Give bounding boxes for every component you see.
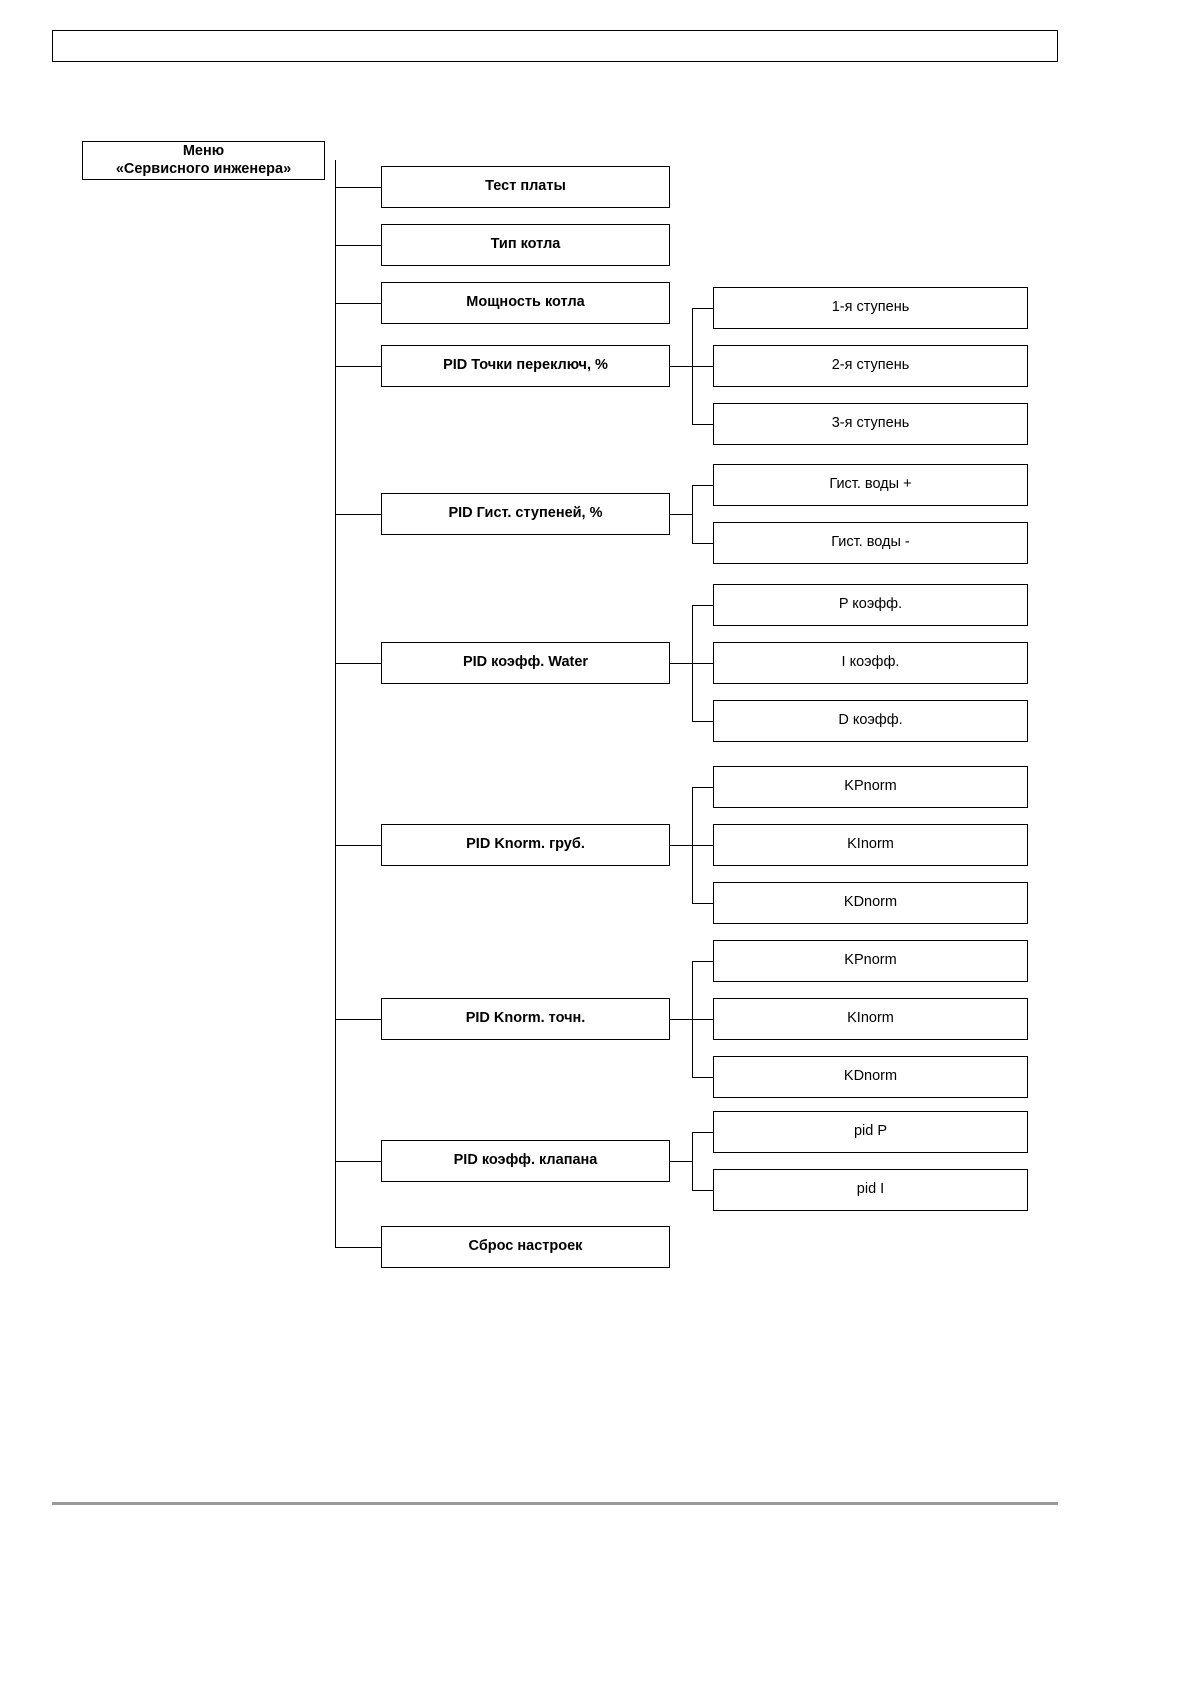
node-kpnorm-grub[interactable]: KPnorm — [713, 766, 1028, 808]
node-pid-p[interactable]: pid P — [713, 1111, 1028, 1153]
node-kdnorm-grub[interactable]: KDnorm — [713, 882, 1028, 924]
node-label: PID коэфф. Water — [462, 654, 589, 671]
connector-h-stub-group-7 — [670, 1019, 692, 1020]
node-label: KDnorm — [843, 894, 898, 911]
node-root-line1: Меню — [182, 142, 225, 159]
node-root-menu[interactable]: Меню «Сервисного инженера» — [82, 141, 325, 180]
connector-h-child-5-2 — [692, 721, 713, 722]
connector-h-stub-group-4 — [670, 514, 692, 515]
node-pid-knorm-tochn[interactable]: PID Knorm. точн. — [381, 998, 670, 1040]
connector-h-child-7-2 — [692, 1077, 713, 1078]
connector-h-child-8-0 — [692, 1132, 713, 1133]
node-gist-vody-minus[interactable]: Гист. воды - — [713, 522, 1028, 564]
node-label: 1-я ступень — [831, 299, 910, 316]
node-label: Сброс настроек — [468, 1238, 583, 1255]
connector-h-child-6-2 — [692, 903, 713, 904]
node-label: Гист. воды - — [831, 534, 910, 551]
node-label: Мощность котла — [466, 294, 585, 311]
connector-h-item-7 — [335, 1019, 381, 1020]
connector-h-item-4 — [335, 514, 381, 515]
node-i-koeff[interactable]: I коэфф. — [713, 642, 1028, 684]
node-label: KInorm — [847, 1010, 894, 1027]
node-pid-i[interactable]: pid I — [713, 1169, 1028, 1211]
connector-h-child-3-2 — [692, 424, 713, 425]
connector-h-item-9 — [335, 1247, 381, 1248]
node-label: Тест платы — [485, 178, 566, 195]
connector-h-item-3 — [335, 366, 381, 367]
spine-vertical-line — [335, 160, 336, 1247]
node-label: KDnorm — [843, 1068, 898, 1085]
connector-h-stub-group-3 — [670, 366, 692, 367]
node-moshchnost-kotla[interactable]: Мощность котла — [381, 282, 670, 324]
connector-h-stub-group-5 — [670, 663, 692, 664]
node-label: PID Точки переключ, % — [443, 357, 608, 374]
node-label: I коэфф. — [841, 654, 900, 671]
node-label: D коэфф. — [838, 712, 903, 729]
connector-h-child-7-0 — [692, 961, 713, 962]
node-kpnorm-tochn[interactable]: KPnorm — [713, 940, 1028, 982]
node-kinorm-tochn[interactable]: KInorm — [713, 998, 1028, 1040]
node-pid-koeff-water[interactable]: PID коэфф. Water — [381, 642, 670, 684]
connector-h-child-3-0 — [692, 308, 713, 309]
node-2ya-stupen[interactable]: 2-я ступень — [713, 345, 1028, 387]
node-pid-tochki-pereklyuch[interactable]: PID Точки переключ, % — [381, 345, 670, 387]
connector-h-item-1 — [335, 245, 381, 246]
node-label: 3-я ступень — [831, 415, 910, 432]
connector-h-child-4-1 — [692, 543, 713, 544]
node-root-line2: «Сервисного инженера» — [115, 160, 292, 177]
connector-h-child-7-1 — [692, 1019, 713, 1020]
connector-h-child-6-1 — [692, 845, 713, 846]
node-label: Тип котла — [490, 236, 561, 253]
node-kinorm-grub[interactable]: KInorm — [713, 824, 1028, 866]
connector-h-child-3-1 — [692, 366, 713, 367]
node-pid-gist-stupeney[interactable]: PID Гист. ступеней, % — [381, 493, 670, 535]
connector-h-item-2 — [335, 303, 381, 304]
connector-h-child-8-1 — [692, 1190, 713, 1191]
node-label: PID Knorm. груб. — [466, 836, 585, 853]
node-tip-kotla[interactable]: Тип котла — [381, 224, 670, 266]
node-label: PID Knorm. точн. — [465, 1010, 586, 1027]
node-label: P коэфф. — [838, 596, 903, 613]
page-header-bar — [52, 30, 1058, 62]
node-test-platy[interactable]: Тест платы — [381, 166, 670, 208]
connector-h-item-5 — [335, 663, 381, 664]
node-gist-vody-plus[interactable]: Гист. воды + — [713, 464, 1028, 506]
connector-h-stub-group-8 — [670, 1161, 692, 1162]
connector-h-stub-group-6 — [670, 845, 692, 846]
node-sbros-nastroek[interactable]: Сброс настроек — [381, 1226, 670, 1268]
node-d-koeff[interactable]: D коэфф. — [713, 700, 1028, 742]
node-label: KInorm — [847, 836, 894, 853]
connector-h-item-6 — [335, 845, 381, 846]
node-1ya-stupen[interactable]: 1-я ступень — [713, 287, 1028, 329]
node-label: PID Гист. ступеней, % — [448, 505, 603, 522]
node-label: KPnorm — [844, 952, 897, 969]
node-label: Гист. воды + — [829, 476, 912, 493]
connector-v-group-4 — [692, 485, 693, 543]
node-kdnorm-tochn[interactable]: KDnorm — [713, 1056, 1028, 1098]
node-pid-knorm-grub[interactable]: PID Knorm. груб. — [381, 824, 670, 866]
node-label: 2-я ступень — [831, 357, 910, 374]
connector-h-child-5-0 — [692, 605, 713, 606]
node-label: KPnorm — [844, 778, 897, 795]
connector-h-child-6-0 — [692, 787, 713, 788]
node-label: pid I — [856, 1181, 885, 1198]
page-footer-rule — [52, 1502, 1058, 1505]
node-p-koeff[interactable]: P коэфф. — [713, 584, 1028, 626]
connector-v-group-8 — [692, 1132, 693, 1190]
connector-h-item-8 — [335, 1161, 381, 1162]
node-label: pid P — [853, 1123, 888, 1140]
node-pid-koeff-klapana[interactable]: PID коэфф. клапана — [381, 1140, 670, 1182]
connector-h-child-5-1 — [692, 663, 713, 664]
node-label: PID коэфф. клапана — [453, 1152, 598, 1169]
node-3ya-stupen[interactable]: 3-я ступень — [713, 403, 1028, 445]
connector-h-child-4-0 — [692, 485, 713, 486]
connector-h-item-0 — [335, 187, 381, 188]
